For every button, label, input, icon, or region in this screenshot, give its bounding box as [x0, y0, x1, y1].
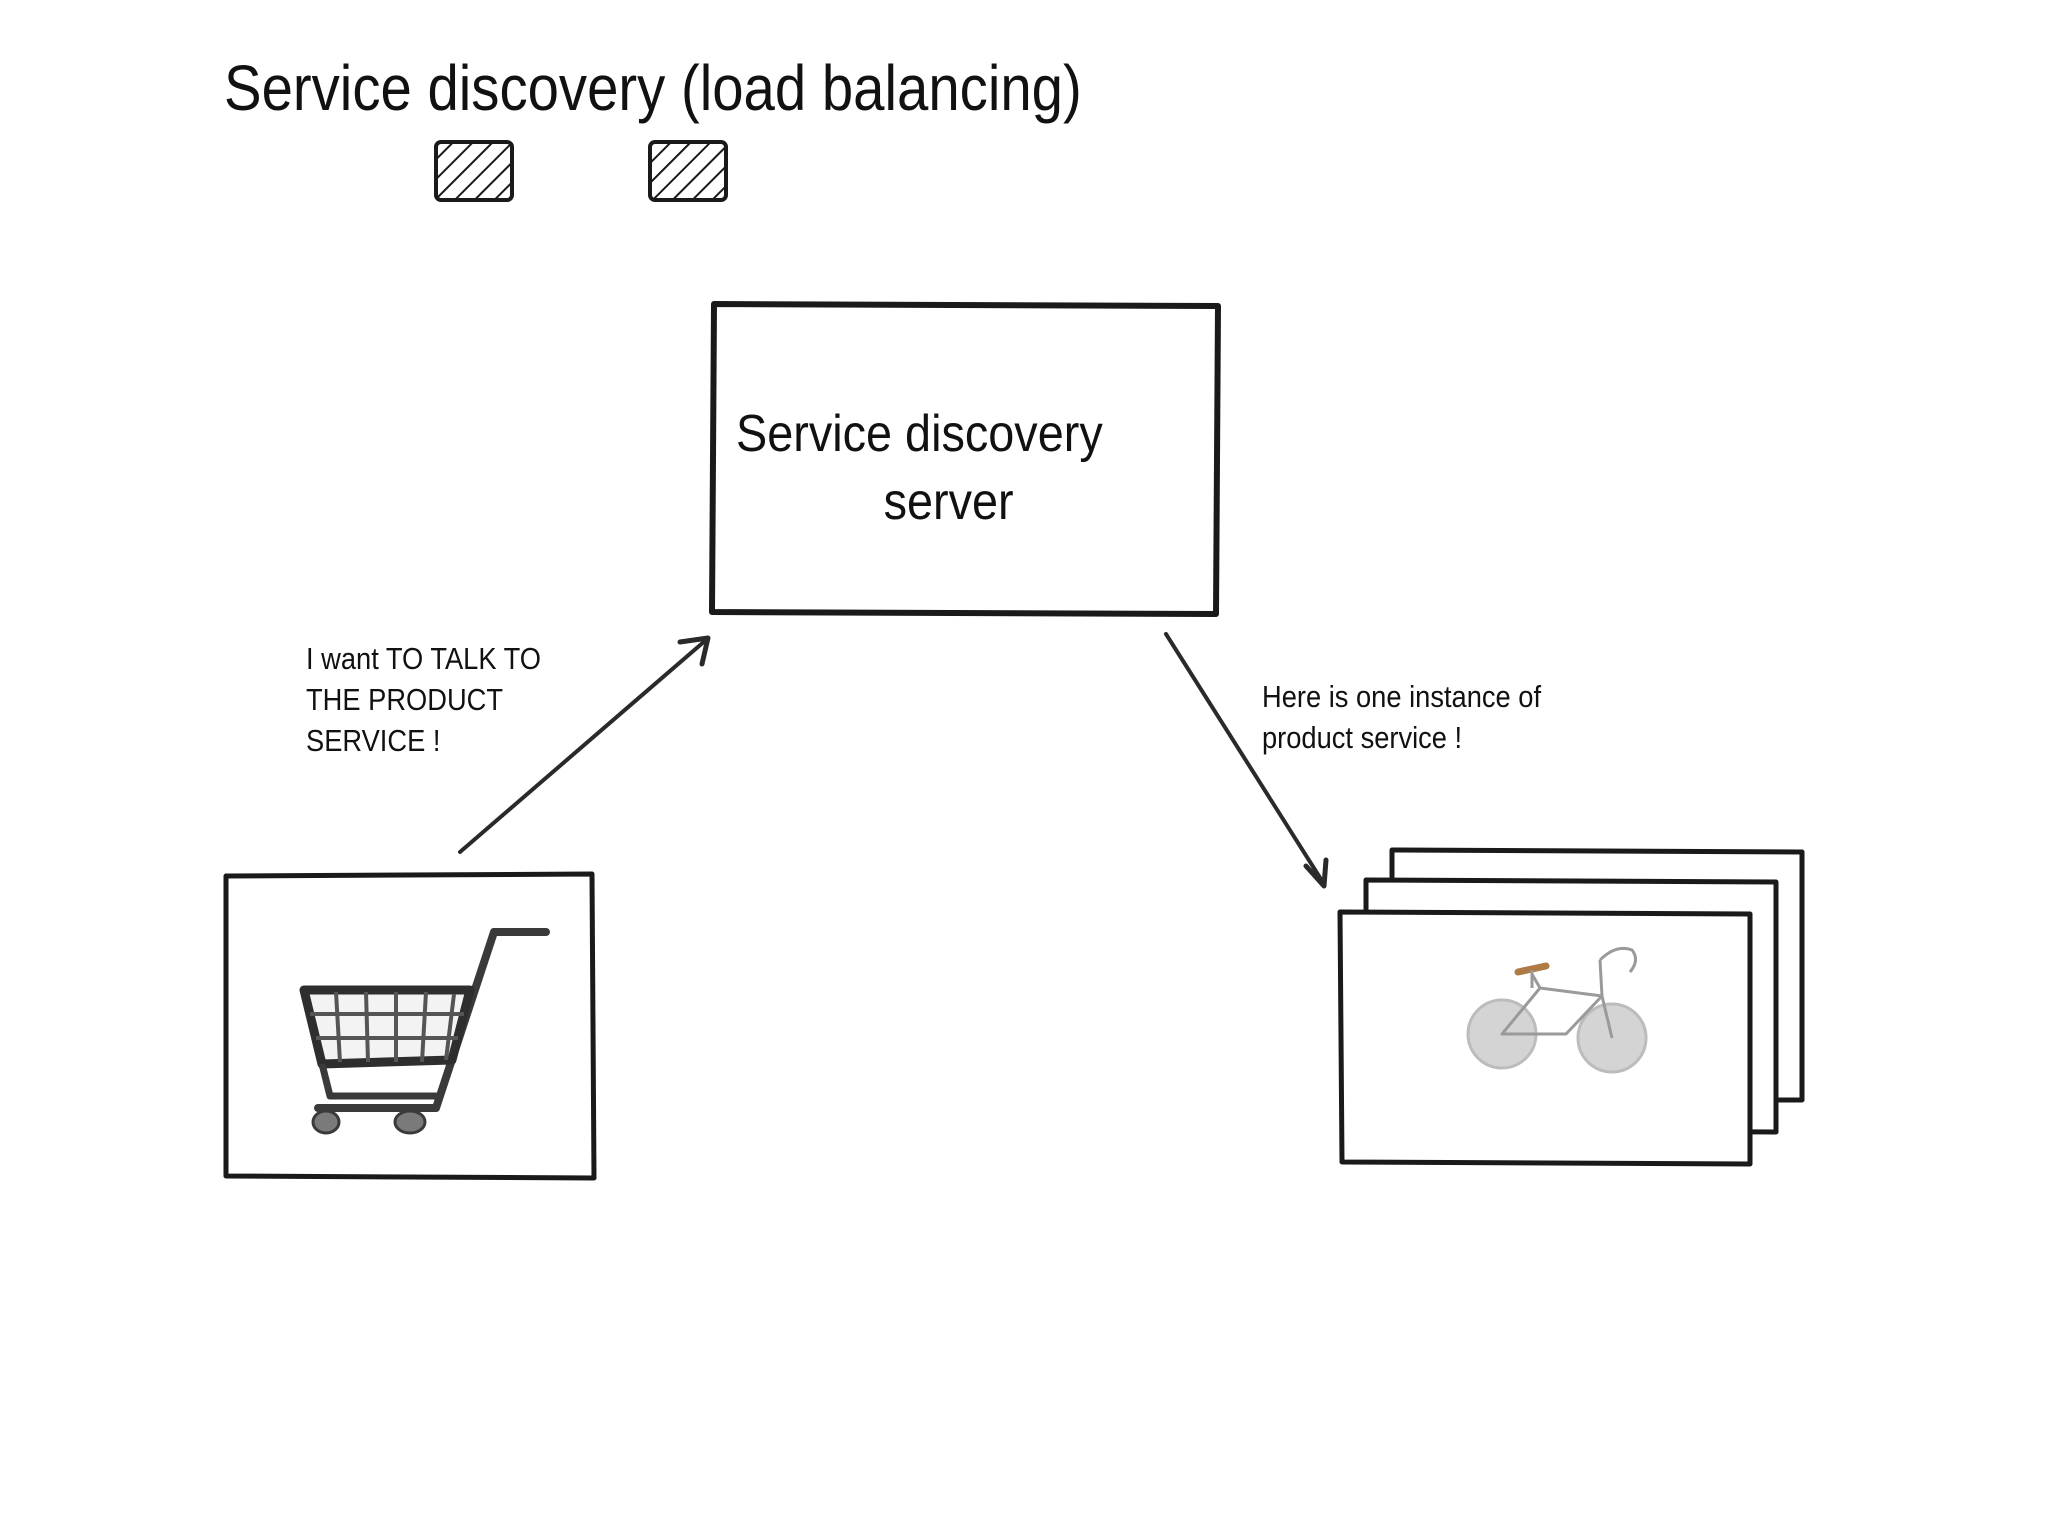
server-box-label: Service discovery server — [736, 400, 1114, 536]
diagram-title: Service discovery (load balancing) — [224, 52, 1082, 124]
response-note: Here is one instance of product service … — [1262, 676, 1541, 758]
request-note-line-3: SERVICE ! — [306, 723, 441, 758]
request-note-line-1: I want TO TALK TO — [306, 641, 542, 676]
hatched-instance-icon — [434, 140, 514, 202]
response-note-line-1: Here is one instance of — [1262, 679, 1542, 714]
server-label-line-2: server — [883, 473, 1014, 531]
response-note-line-2: product service ! — [1262, 720, 1463, 755]
hatched-instance-icon — [648, 140, 728, 202]
server-box — [709, 301, 1221, 617]
request-note-line-2: THE PRODUCT — [306, 682, 504, 717]
request-note: I want TO TALK TO THE PRODUCT SERVICE ! — [306, 638, 541, 761]
shopping-cart-icon — [299, 928, 550, 1135]
service-instance-box — [1337, 909, 1753, 1167]
server-label-line-1: Service discovery — [736, 405, 1103, 463]
request-arrow — [458, 635, 711, 854]
response-arrow — [1164, 632, 1329, 889]
bicycle-icon — [1466, 946, 1648, 1074]
